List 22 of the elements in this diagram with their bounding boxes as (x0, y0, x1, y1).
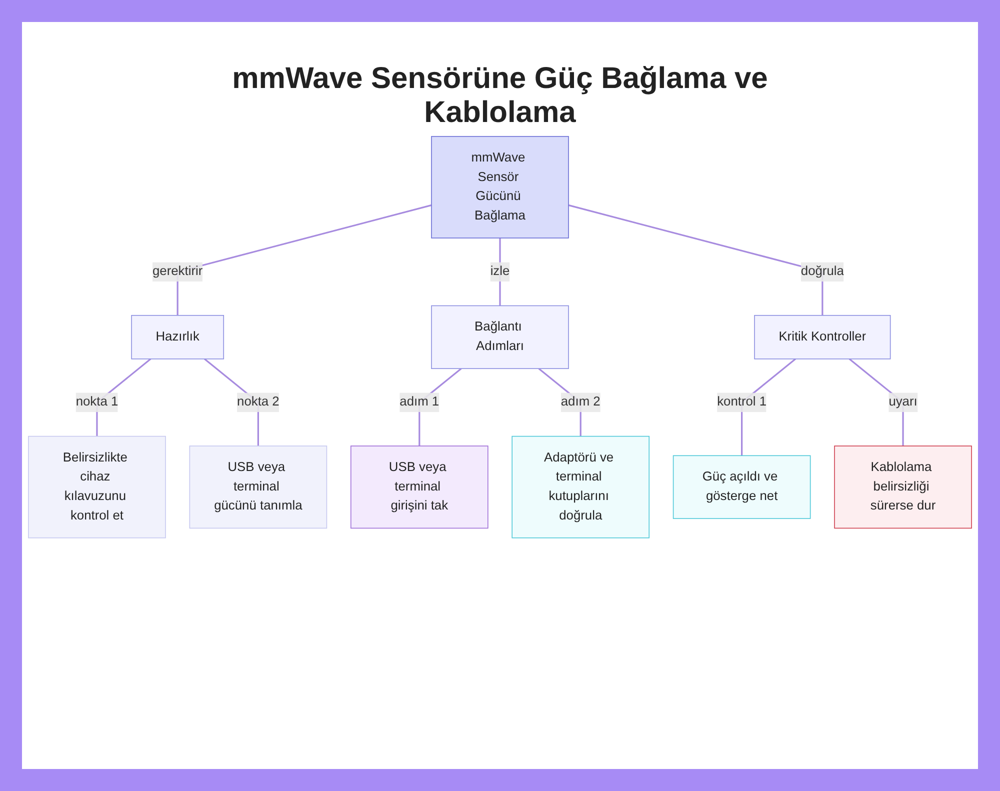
edge-label: gerektirir (152, 264, 203, 278)
edge-label: adım 2 (560, 395, 600, 409)
node-box: Kablolama belirsizliği sürerse dur (834, 446, 972, 529)
node-box: mmWave Sensör Gücünü Bağlama (431, 136, 569, 238)
diagram-title: mmWave Sensörüne Güç Bağlama ve Kablolama (231, 62, 769, 130)
edge-label: doğrula (800, 264, 844, 278)
connector (568, 204, 824, 316)
edge-label: nokta 1 (76, 395, 118, 409)
edge-label: adım 1 (400, 395, 440, 409)
node-box: USB veya terminal gücünü tanımla (189, 446, 328, 529)
node-box: Güç açıldı ve gösterge net (672, 455, 811, 519)
node-box: USB veya terminal girişini tak (350, 446, 488, 529)
edge-label: uyarı (888, 395, 918, 409)
node-box: Bağlantı Adımları (431, 305, 569, 369)
node-box: Kritik Kontroller (754, 315, 891, 360)
node-box: Hazırlık (131, 315, 224, 360)
edge-label: nokta 2 (237, 395, 280, 409)
connector (499, 238, 501, 306)
node-box: Adaptörü ve terminal kutuplarını doğrula (512, 436, 650, 538)
edge-label: kontrol 1 (717, 395, 767, 409)
edge-label: izle (490, 264, 510, 278)
node-box: Belirsizlikte cihaz kılavuzunu kontrol et (28, 436, 166, 538)
